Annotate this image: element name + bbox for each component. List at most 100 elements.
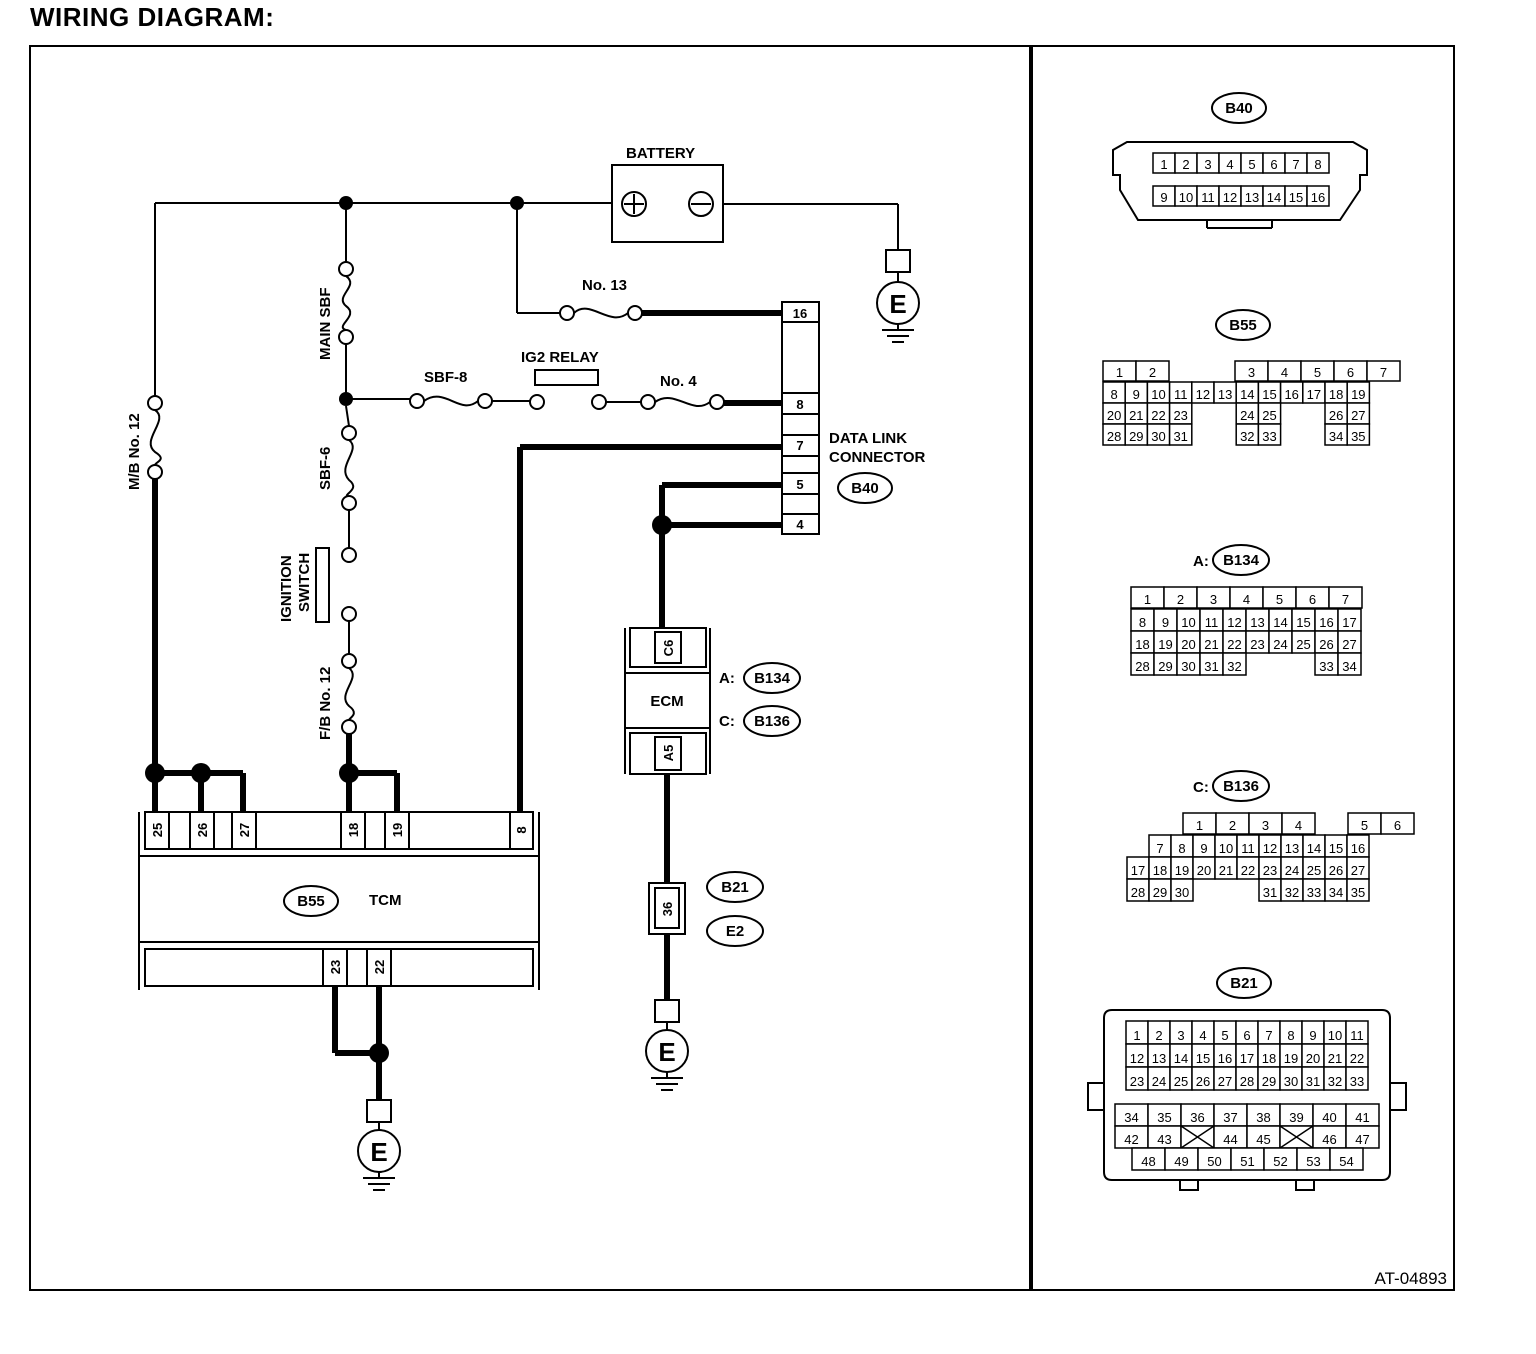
junction-dot (191, 763, 211, 783)
b134-pin-label: 20 (1181, 637, 1195, 652)
b134-pin-label: 6 (1309, 592, 1316, 607)
b134-pin-label: 25 (1296, 637, 1310, 652)
dlc-label-2: CONNECTOR (829, 449, 926, 466)
b136-pin-label: 35 (1351, 885, 1365, 900)
b55-cell (1366, 360, 1401, 382)
battery-negative-icon (688, 191, 714, 217)
b136-pin-label: 14 (1307, 841, 1321, 856)
view-tag-b55 (1215, 309, 1271, 341)
view-tag-b40-label: B40 (1225, 100, 1253, 117)
b21-cell (1345, 1066, 1369, 1091)
ig2-relay-label: IG2 RELAY (521, 349, 599, 366)
b21-pin-label: 48 (1141, 1154, 1155, 1169)
b21-pin-label: 29 (1262, 1074, 1276, 1089)
b55-pin-label: 2 (1149, 365, 1156, 380)
b134-pin-label: 29 (1158, 659, 1172, 674)
b134-pin-label: 32 (1227, 659, 1241, 674)
b21-pin-label: 52 (1273, 1154, 1287, 1169)
b136-pin-label: 24 (1285, 863, 1299, 878)
b55-pin-label: 27 (1351, 408, 1365, 423)
view-c-prefix: C: (1193, 779, 1209, 796)
ground-symbol-tcm (357, 1099, 401, 1191)
b21-pin-label: 7 (1265, 1028, 1272, 1043)
b21-pin-label: 14 (1174, 1051, 1188, 1066)
dlc-pin-4: 4 (796, 517, 804, 532)
b40-pin-label: 4 (1226, 157, 1233, 172)
junction-dot (339, 763, 359, 783)
b134-pin-label: 24 (1273, 637, 1287, 652)
b21-pin-label: 17 (1240, 1051, 1254, 1066)
sbf8-fuse-icon (423, 395, 479, 407)
tcm-pin-8: 8 (514, 826, 529, 833)
b136-pin-label: 15 (1329, 841, 1343, 856)
b136-pin-label: 3 (1262, 818, 1269, 833)
b40-pin-label: 11 (1201, 190, 1215, 205)
b21-pin-label: 46 (1322, 1132, 1336, 1147)
dlc-pin-7: 7 (796, 438, 803, 453)
b134-pin-label: 14 (1273, 615, 1287, 630)
b21-cell (1329, 1147, 1364, 1171)
b136-pin-label: 33 (1307, 885, 1321, 900)
b55-pin-label: 26 (1329, 408, 1343, 423)
connector-tag-b136 (743, 705, 801, 737)
b21-pin-label: 27 (1218, 1074, 1232, 1089)
main-sbf-label: MAIN SBF (317, 288, 334, 361)
b136-pin-label: 1 (1196, 818, 1203, 833)
sbf6-label: SBF-6 (317, 447, 334, 490)
b134-pin-label: 22 (1227, 637, 1241, 652)
b21-pin-label: 34 (1124, 1110, 1138, 1125)
view-tag-b134 (1212, 544, 1270, 576)
b21-pin-36: 36 (660, 902, 675, 916)
b136-pin-label: 23 (1263, 863, 1277, 878)
b55-pin-label: 35 (1351, 429, 1365, 444)
b21-pin-label: 10 (1328, 1028, 1342, 1043)
b134-pin-label: 11 (1205, 615, 1219, 630)
b55-pin-label: 25 (1262, 408, 1276, 423)
b136-pin-label: 7 (1156, 841, 1163, 856)
ignition-label-1: IGNITION (278, 555, 295, 622)
view-tag-b134-label: B134 (1223, 552, 1260, 569)
dlc-pin-5: 5 (796, 477, 803, 492)
b55-pin-label: 21 (1129, 408, 1143, 423)
tcm-pin-18: 18 (346, 823, 361, 837)
fb12-fuse-icon (344, 667, 355, 721)
ecm-pin-c6: C6 (661, 640, 676, 657)
ignition-switch-icon (315, 547, 330, 623)
b134-pin-label: 5 (1276, 592, 1283, 607)
diagram-frame (29, 45, 1455, 1291)
ecm-label: ECM (650, 693, 683, 710)
b40-pin-label: 1 (1160, 157, 1167, 172)
b55-cell (1135, 360, 1170, 382)
connector-tag-e2-label: E2 (726, 923, 744, 940)
b21-pin-label: 6 (1243, 1028, 1250, 1043)
no4-label: No. 4 (660, 373, 697, 390)
b134-cell (1222, 652, 1247, 676)
b55-pin-label: 17 (1307, 387, 1321, 402)
b134-pin-label: 15 (1296, 615, 1310, 630)
b136-cell (1281, 812, 1316, 835)
b136-pin-label: 16 (1351, 841, 1365, 856)
b134-pin-label: 28 (1135, 659, 1149, 674)
b55-cell (1257, 423, 1282, 446)
b21-pin-label: 37 (1223, 1110, 1237, 1125)
ground-label: E (658, 1037, 675, 1067)
connector-tag-b55-label: B55 (297, 893, 325, 910)
b134-pin-label: 21 (1204, 637, 1218, 652)
b21-pin-label: 8 (1287, 1028, 1294, 1043)
b21-pin-label: 50 (1207, 1154, 1221, 1169)
b134-pin-label: 8 (1139, 615, 1146, 630)
b40-pin-label: 13 (1245, 190, 1259, 205)
b21-pin-label: 38 (1256, 1110, 1270, 1125)
battery-label: BATTERY (626, 145, 695, 162)
b21-pin-label: 33 (1350, 1074, 1364, 1089)
b134-pin-label: 4 (1243, 592, 1250, 607)
dlc-pin-16: 16 (793, 306, 807, 321)
b21-pin-label: 13 (1152, 1051, 1166, 1066)
tcm-pin-22: 22 (372, 960, 387, 974)
b134-pin-label: 16 (1319, 615, 1333, 630)
connector-tag-b21 (706, 871, 764, 903)
b136-cell (1380, 812, 1415, 835)
b136-pin-label: 18 (1153, 863, 1167, 878)
